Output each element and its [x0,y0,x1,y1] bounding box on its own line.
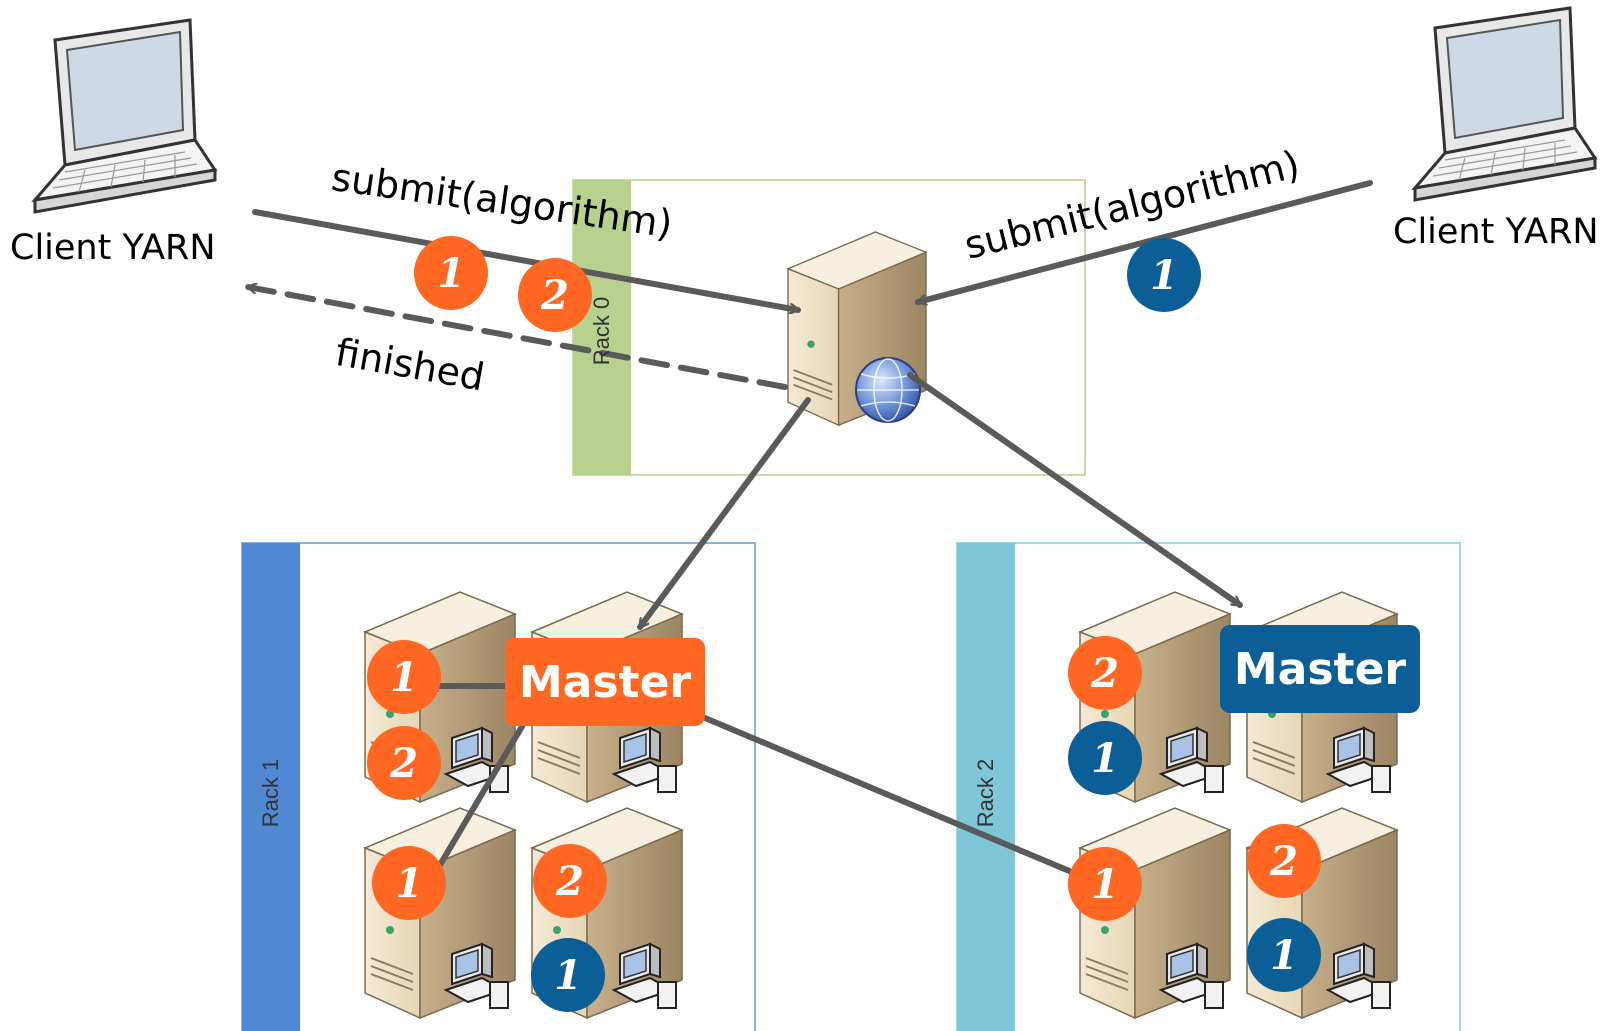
client-right-laptop-icon [1413,6,1597,202]
job1-badge: 1 [367,640,441,714]
rack1-master-box: Master [505,638,705,726]
job2-badge: 2 [1247,824,1321,898]
job2-badge: 2 [1068,636,1142,710]
job1-badge: 1 [531,938,605,1012]
job2-badge: 2 [533,844,607,918]
job1-badge: 1 [1127,238,1201,312]
client-right-label: Client YARN [1393,212,1599,252]
client-left-laptop-icon [33,18,217,214]
job1-badge: 1 [1247,918,1321,992]
rack-1-label: Rack 1 [258,758,283,828]
rack2-master-box: Master [1220,625,1420,713]
finished-arrow [248,287,788,390]
job1-badge: 1 [414,236,488,310]
rack-0 [572,179,1086,476]
master-to-r2s3-arrow [702,715,1098,886]
job1-badge: 1 [1068,847,1142,921]
client-left-label: Client YARN [10,228,216,268]
submit-arrow-left [252,209,798,310]
rack-2-label: Rack 2 [973,758,998,828]
rm-to-rack2-master-arrow [907,372,1243,608]
job2-badge: 2 [518,258,592,332]
rm-to-rack1-master-arrow [637,397,811,630]
job1-badge: 1 [1068,721,1142,795]
job1-badge: 1 [372,846,446,920]
rack-0-label: Rack 0 [589,296,614,366]
master-to-r1s3-arrow [431,715,530,878]
job2-badge: 2 [367,726,441,800]
